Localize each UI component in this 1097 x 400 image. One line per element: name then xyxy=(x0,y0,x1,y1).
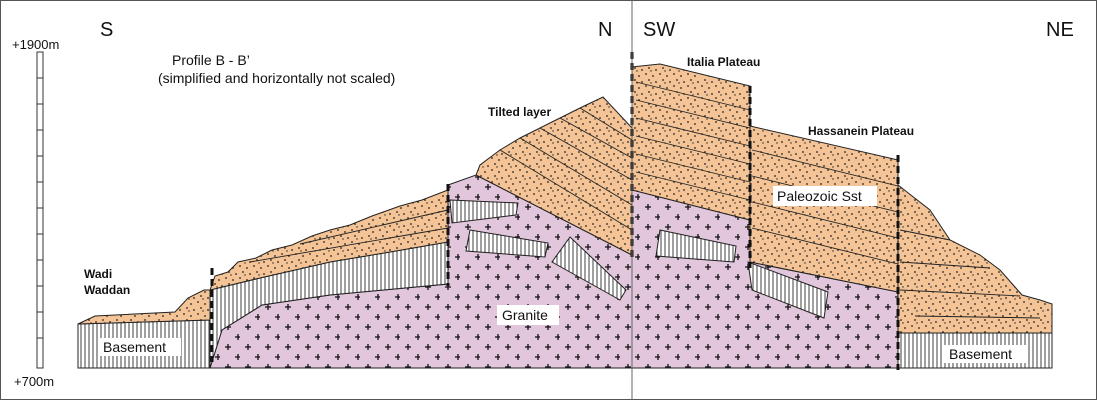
label-granite: Granite xyxy=(502,307,548,323)
direction-s: S xyxy=(100,19,113,41)
elevation-bottom-label: +700m xyxy=(14,374,54,389)
sandstone-ne-slope xyxy=(897,183,1053,334)
label-basement-left: Basement xyxy=(103,339,166,355)
elevation-scale xyxy=(36,51,44,369)
label-hassanein-plateau: Hassanein Plateau xyxy=(808,124,914,138)
label-tilted-layer: Tilted layer xyxy=(488,105,551,119)
basement-inclusion-2 xyxy=(465,229,549,258)
direction-ne: NE xyxy=(1046,19,1074,41)
basement-inclusion-4 xyxy=(655,229,737,263)
basement-left-label-bg xyxy=(99,338,181,356)
sandstone-left xyxy=(77,189,449,325)
label-paleozoic: Paleozoic Sst xyxy=(777,188,862,204)
label-basement-right: Basement xyxy=(949,346,1012,362)
basement-right-label-bg xyxy=(944,345,1028,363)
basement-inclusion-1 xyxy=(449,199,519,224)
direction-n: N xyxy=(598,19,612,41)
label-wadi: Wadi xyxy=(84,267,112,281)
profile-title: Profile B - B’ xyxy=(172,52,250,68)
basement-inclusion-3 xyxy=(551,236,627,301)
basement-inclusion-5 xyxy=(747,261,829,319)
label-waddan: Waddan xyxy=(84,283,130,297)
granite-label-bg xyxy=(497,305,559,325)
paleozoic-label-bg xyxy=(773,186,877,206)
elevation-top-label: +1900m xyxy=(12,37,59,52)
direction-sw: SW xyxy=(643,19,675,41)
label-italia-plateau: Italia Plateau xyxy=(687,55,760,69)
profile-subtitle: (simplified and horizontally not scaled) xyxy=(158,70,395,86)
